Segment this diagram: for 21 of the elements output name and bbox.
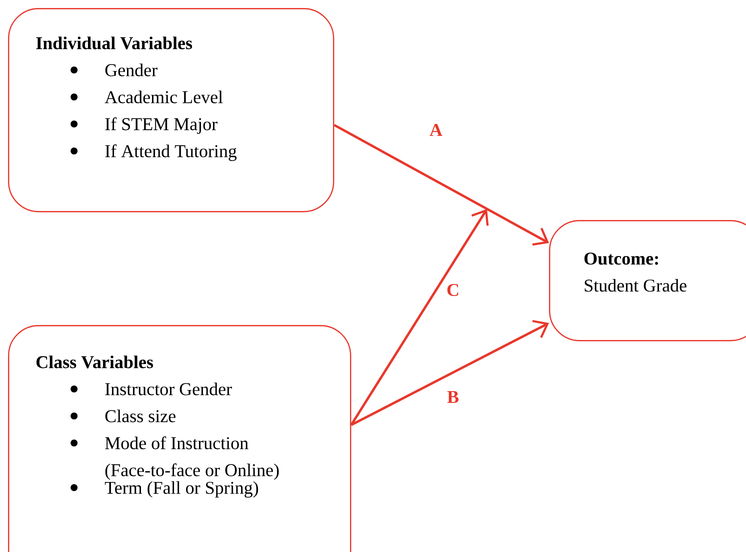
bullet-item: Term (Fall or Spring) <box>104 481 258 498</box>
variable-box <box>8 325 352 552</box>
bullet-item: Class size <box>105 410 176 422</box>
bullet-item: Academic Level <box>104 90 223 104</box>
arrow <box>350 320 549 426</box>
edge-label: B <box>446 390 460 404</box>
variable-box <box>8 8 334 212</box>
heading-text: Class Variables <box>36 356 154 368</box>
bullet-item: Gender <box>105 64 158 76</box>
heading-text: Individual Variables <box>36 36 192 50</box>
variable-box <box>549 220 746 342</box>
bullet-item: If STEM Major <box>105 117 218 134</box>
arrow <box>334 124 549 246</box>
arrow <box>350 209 489 426</box>
bullet-item: Mode of Instruction (Face-to-face or Online) <box>105 436 279 480</box>
body-text: Student Grade <box>584 279 686 292</box>
edge-label: C <box>445 282 461 298</box>
bullet-item: If Attend Tutoring <box>105 144 237 161</box>
edge-label: A <box>428 122 444 138</box>
heading-text: Outcome: <box>584 252 658 265</box>
bullet-item: Instructor Gender <box>105 382 232 396</box>
